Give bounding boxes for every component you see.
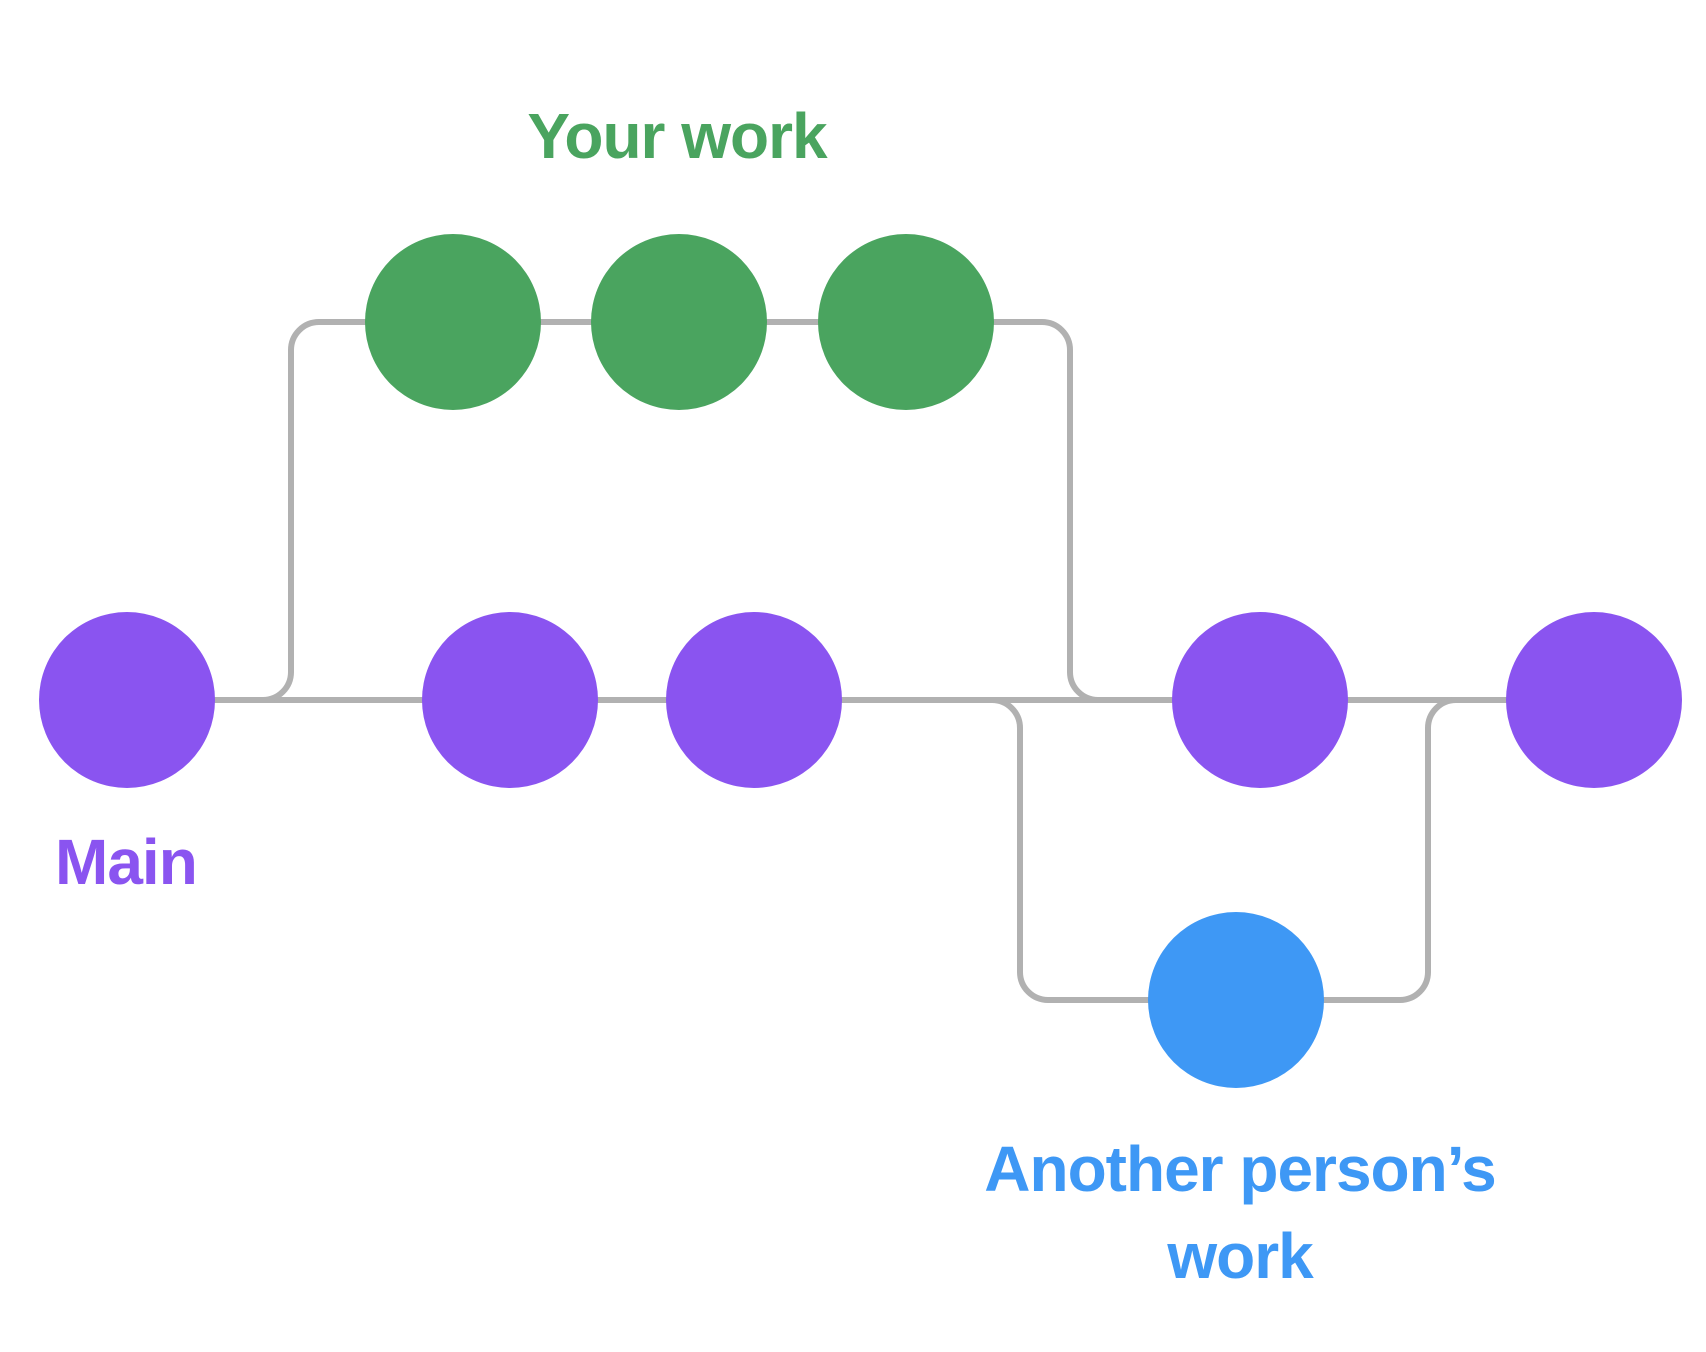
commit-node-main-5 bbox=[1506, 612, 1682, 788]
commit-node-your-work-3 bbox=[818, 234, 994, 410]
your-work-branch-label: Your work bbox=[527, 100, 827, 172]
commit-node-your-work-2 bbox=[591, 234, 767, 410]
main-branch-label: Main bbox=[55, 826, 198, 898]
another-person-label-line1: Another person’s bbox=[984, 1133, 1496, 1205]
commit-node-another-person-1 bbox=[1148, 912, 1324, 1088]
commit-node-your-work-1 bbox=[365, 234, 541, 410]
another-person-label-line2: work bbox=[1167, 1220, 1313, 1292]
commit-node-main-2 bbox=[422, 612, 598, 788]
commit-node-main-1 bbox=[39, 612, 215, 788]
another-person-branch-label: Another person’s work bbox=[984, 1126, 1496, 1300]
commit-node-main-4 bbox=[1172, 612, 1348, 788]
commit-node-main-3 bbox=[666, 612, 842, 788]
